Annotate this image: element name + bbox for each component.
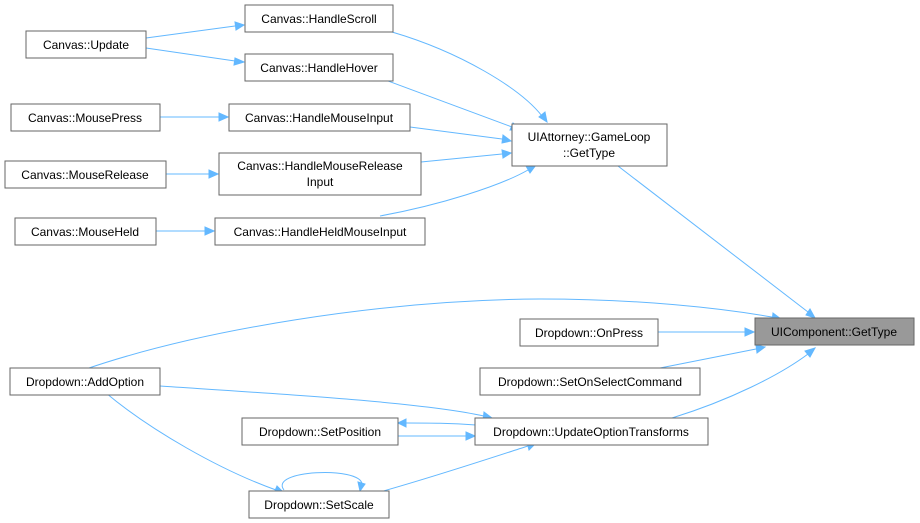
edge-arrow (501, 134, 513, 144)
node-mouse-release[interactable]: Canvas::MouseRelease (4, 160, 167, 189)
node-dropdown-onpress[interactable]: Dropdown::OnPress (519, 318, 659, 347)
edge-arrow (234, 21, 246, 31)
node-label: Input (307, 175, 334, 189)
node-handle-scroll[interactable]: Canvas::HandleScroll (244, 4, 394, 33)
edge-arrow (744, 327, 756, 337)
node-label: ::GetType (563, 146, 615, 160)
edge-update-transforms-to-component (671, 353, 809, 419)
edge-update-to-handle-scroll (145, 25, 236, 39)
node-dropdown-set-scale[interactable]: Dropdown::SetScale (248, 490, 390, 519)
edge-arrow (357, 481, 366, 493)
edge-set-scale-to-update-transforms (379, 445, 529, 493)
nodes: Canvas::HandleScroll Canvas::Update Canv… (4, 4, 915, 519)
edge-arrow (396, 418, 407, 428)
node-mouse-press[interactable]: Canvas::MousePress (10, 103, 161, 132)
edge-arrow (804, 347, 817, 358)
edge-arrow (501, 149, 513, 159)
edge-arrow (233, 57, 246, 66)
node-label: Dropdown::UpdateOptionTransforms (493, 425, 689, 439)
edge-handle-release-input-to-attorney (420, 153, 503, 163)
edge-attorney-to-component (617, 165, 809, 313)
node-ui-component-gettype[interactable]: UIComponent::GetType (754, 317, 915, 346)
node-label: Canvas::MouseRelease (21, 168, 149, 182)
node-label: Canvas::MousePress (28, 111, 142, 125)
edge-set-scale-self-loop (281, 472, 363, 491)
node-dropdown-set-on-select-command[interactable]: Dropdown::SetOnSelectCommand (479, 367, 701, 396)
edge-arrow (755, 344, 767, 354)
node-label: Canvas::MouseHeld (31, 225, 139, 239)
edge-handle-scroll-to-attorney (391, 31, 543, 117)
node-ui-attorney-gettype[interactable]: UIAttorney::GameLoop ::GetType (511, 123, 668, 167)
edge-add-option-to-component (85, 298, 773, 370)
node-dropdown-set-position[interactable]: Dropdown::SetPosition (241, 417, 399, 446)
node-label: Dropdown::SetOnSelectCommand (498, 375, 682, 389)
node-label: Dropdown::AddOption (26, 375, 144, 389)
edge-arrow (465, 431, 477, 441)
node-update[interactable]: Canvas::Update (25, 30, 147, 59)
node-label: Canvas::HandleMouseRelease (237, 159, 403, 173)
edge-arrow (538, 111, 548, 124)
node-handle-mouse-input[interactable]: Canvas::HandleMouseInput (228, 103, 411, 132)
node-label: UIComponent::GetType (771, 325, 897, 339)
edge-arrow (204, 226, 216, 236)
node-label: Canvas::HandleScroll (261, 12, 376, 26)
edge-arrow (218, 112, 230, 122)
node-dropdown-update-option-transforms[interactable]: Dropdown::UpdateOptionTransforms (474, 417, 709, 446)
node-label: Canvas::HandleHeldMouseInput (234, 225, 407, 239)
node-handle-mouse-release-input[interactable]: Canvas::HandleMouseRelease Input (218, 152, 422, 196)
edge-add-option-to-update-transforms (159, 385, 485, 417)
node-label: Canvas::HandleHover (260, 61, 377, 75)
node-handle-hover[interactable]: Canvas::HandleHover (244, 53, 394, 82)
edge-set-on-select-to-component (654, 348, 757, 370)
node-dropdown-add-option[interactable]: Dropdown::AddOption (9, 367, 161, 396)
node-mouse-held[interactable]: Canvas::MouseHeld (14, 217, 157, 246)
edge-arrow (208, 169, 220, 179)
edge-arrow (805, 308, 817, 319)
node-label: Canvas::HandleMouseInput (245, 111, 394, 125)
node-label: Dropdown::SetPosition (259, 425, 381, 439)
node-handle-held-mouse-input[interactable]: Canvas::HandleHeldMouseInput (214, 217, 426, 246)
edge-handle-held-input-to-attorney (379, 169, 529, 217)
edge-add-option-to-set-scale (105, 392, 277, 491)
edge-handle-mouse-input-to-attorney (409, 126, 503, 140)
edge-update-transforms-to-set-position (405, 422, 477, 426)
edge-update-to-handle-hover (145, 47, 236, 62)
node-label: Dropdown::OnPress (535, 326, 643, 340)
edge-handle-hover-to-attorney (379, 77, 513, 128)
node-label: Dropdown::SetScale (264, 498, 374, 512)
node-label: UIAttorney::GameLoop (528, 130, 651, 144)
node-label: Canvas::Update (43, 38, 129, 52)
